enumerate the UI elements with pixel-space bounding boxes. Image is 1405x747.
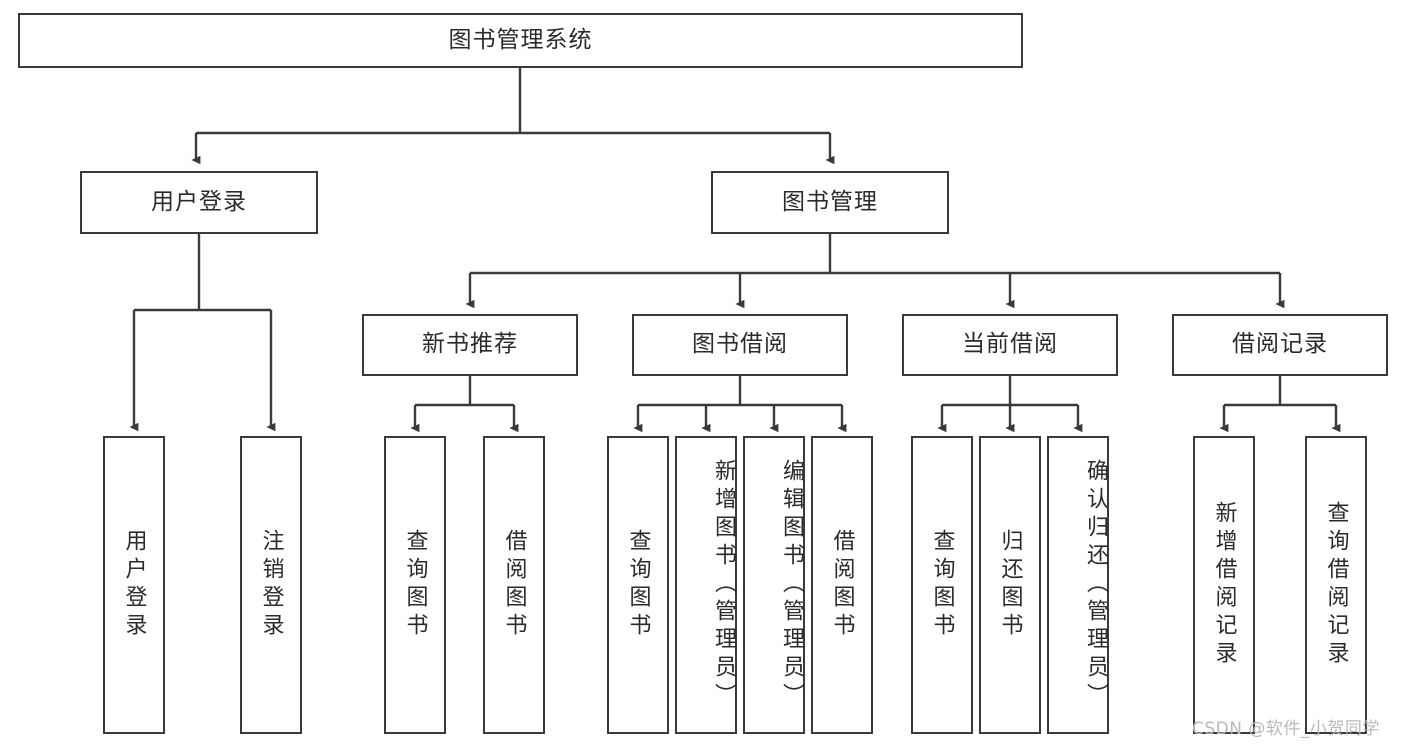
node-label: 图书管理 <box>782 188 878 215</box>
leaf-user-login-login[interactable]: 用户登录 <box>103 436 165 734</box>
node-label: 新增图书（管理员） <box>711 459 736 711</box>
node-new-book-recommendation[interactable]: 新书推荐 <box>362 314 578 376</box>
node-user-login[interactable]: 用户登录 <box>80 171 318 234</box>
leaf-current-borrow-query-book[interactable]: 查询图书 <box>911 436 973 734</box>
csdn-watermark: CSDN @软件_小贺同学 <box>1192 714 1380 739</box>
node-book-management[interactable]: 图书管理 <box>711 171 949 234</box>
leaf-user-login-logout[interactable]: 注销登录 <box>240 436 302 734</box>
node-label: 当前借阅 <box>962 331 1058 358</box>
node-label: 新书推荐 <box>422 331 518 358</box>
leaf-current-borrow-return-book[interactable]: 归还图书 <box>979 436 1041 734</box>
node-label: 查询图书 <box>929 529 955 641</box>
node-current-borrow[interactable]: 当前借阅 <box>902 314 1118 376</box>
node-label: 归还图书 <box>997 529 1023 641</box>
node-label: 借阅记录 <box>1232 331 1328 358</box>
node-label: 图书借阅 <box>692 331 788 358</box>
leaf-book-borrow-edit-book-admin[interactable]: 编辑图书（管理员） <box>743 436 805 734</box>
leaf-borrow-record-add-record[interactable]: 新增借阅记录 <box>1193 436 1255 734</box>
node-label: 查询图书 <box>402 529 428 641</box>
node-label: 用户登录 <box>151 188 247 215</box>
node-label: 图书管理系统 <box>448 26 593 53</box>
leaf-new-book-query-book[interactable]: 查询图书 <box>384 436 446 734</box>
node-borrow-record[interactable]: 借阅记录 <box>1172 314 1388 376</box>
node-label: 查询借阅记录 <box>1323 501 1349 669</box>
watermark-label: CSDN @软件_小贺同学 <box>1192 719 1380 739</box>
node-label: 用户登录 <box>121 529 147 641</box>
leaf-book-borrow-add-book-admin[interactable]: 新增图书（管理员） <box>675 436 737 734</box>
leaf-new-book-borrow-book[interactable]: 借阅图书 <box>483 436 545 734</box>
node-label: 借阅图书 <box>829 529 855 641</box>
node-label: 确认归还（管理员） <box>1083 459 1108 711</box>
leaf-borrow-record-query-record[interactable]: 查询借阅记录 <box>1305 436 1367 734</box>
node-label: 编辑图书（管理员） <box>779 459 804 711</box>
node-label: 借阅图书 <box>501 529 527 641</box>
node-root-book-management-system[interactable]: 图书管理系统 <box>18 13 1023 68</box>
node-label: 查询图书 <box>625 529 651 641</box>
leaf-current-borrow-confirm-return-admin[interactable]: 确认归还（管理员） <box>1047 436 1109 734</box>
leaf-book-borrow-query-book[interactable]: 查询图书 <box>607 436 669 734</box>
node-label: 新增借阅记录 <box>1211 501 1237 669</box>
node-book-borrow[interactable]: 图书借阅 <box>632 314 848 376</box>
leaf-book-borrow-borrow-book[interactable]: 借阅图书 <box>811 436 873 734</box>
node-label: 注销登录 <box>258 529 284 641</box>
